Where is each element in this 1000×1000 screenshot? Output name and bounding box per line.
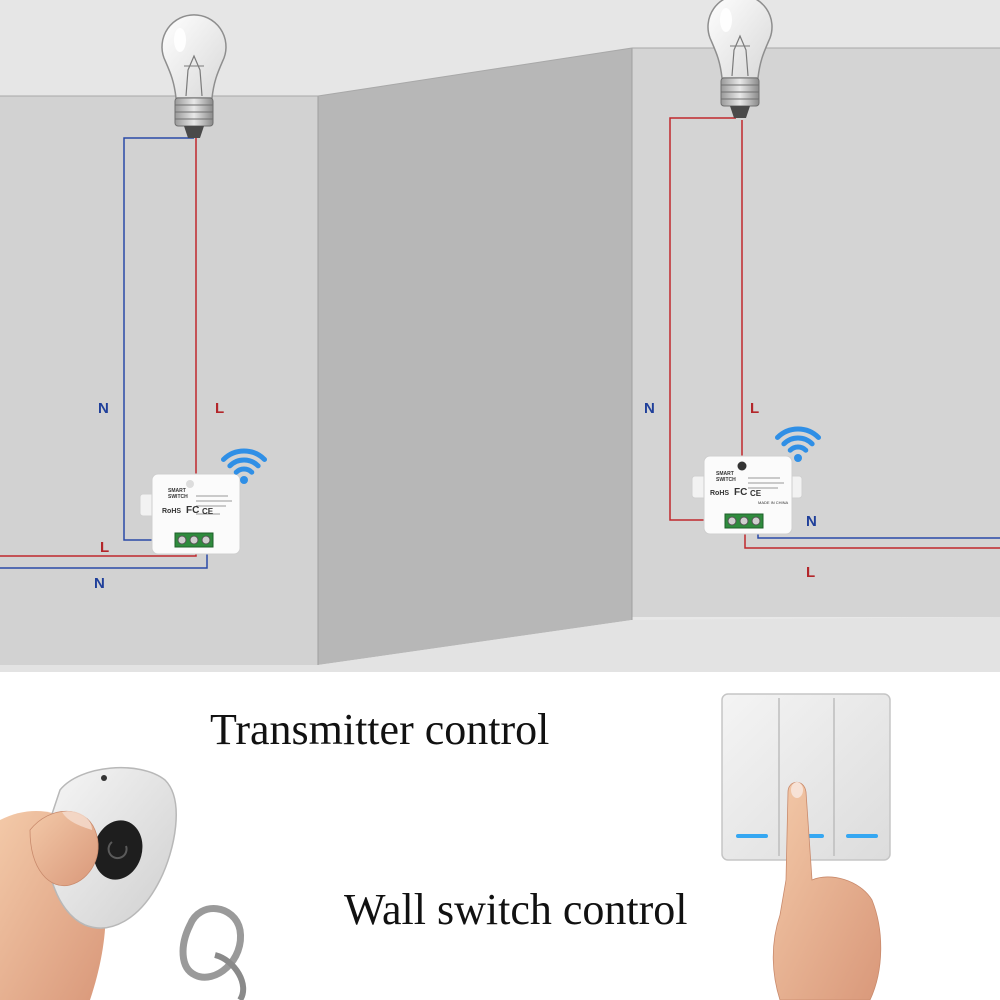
pointing-hand <box>772 781 882 1000</box>
right-live-label: L <box>750 400 760 417</box>
wall-switch-control-caption: Wall switch control <box>344 885 688 934</box>
right-neutral-label: N <box>644 400 655 417</box>
right-module-made-in: MADE IN CHINA <box>758 500 789 505</box>
transmitter-control-caption: Transmitter control <box>210 705 550 754</box>
right-module-ce: CE <box>750 489 762 498</box>
right-neutral-bottom-label: N <box>806 513 817 530</box>
left-module-ce: CE <box>202 507 214 516</box>
right-module-brand: SMART SWITCH <box>716 471 736 483</box>
left-neutral-bottom-label: N <box>94 575 105 592</box>
left-live-label: L <box>215 400 225 417</box>
switch-led-indicator <box>846 834 878 838</box>
wall-switch <box>721 693 891 861</box>
right-live-bottom-label: L <box>806 564 816 581</box>
left-module-brand: SMART SWITCH <box>168 488 188 500</box>
module-brand-line1: SMART <box>716 471 734 477</box>
light-bulb-icon <box>161 14 227 138</box>
module-fine-print <box>748 477 784 489</box>
terminal-block <box>174 532 214 548</box>
left-smart-switch-module <box>139 473 241 555</box>
remote-control <box>0 766 247 1000</box>
module-brand-line2: SWITCH <box>168 494 188 500</box>
light-bulb-icon <box>707 0 773 118</box>
wifi-signal-icon <box>774 426 822 462</box>
right-module-rohs: RoHS <box>710 490 730 497</box>
module-fine-print <box>196 495 232 515</box>
module-brand-line1: SMART <box>168 488 186 494</box>
wifi-signal-icon <box>220 448 268 484</box>
left-live-bottom-label: L <box>100 539 110 556</box>
module-brand-line2: SWITCH <box>716 477 736 483</box>
right-module-fc: FC <box>734 487 748 498</box>
left-neutral-label: N <box>98 400 109 417</box>
left-module-rohs: RoHS <box>162 508 182 515</box>
terminal-block <box>724 513 764 529</box>
switch-led-indicator <box>736 834 768 838</box>
left-module-fc: FC <box>186 505 200 516</box>
right-smart-switch-module <box>691 455 803 535</box>
room-background <box>0 0 1000 672</box>
